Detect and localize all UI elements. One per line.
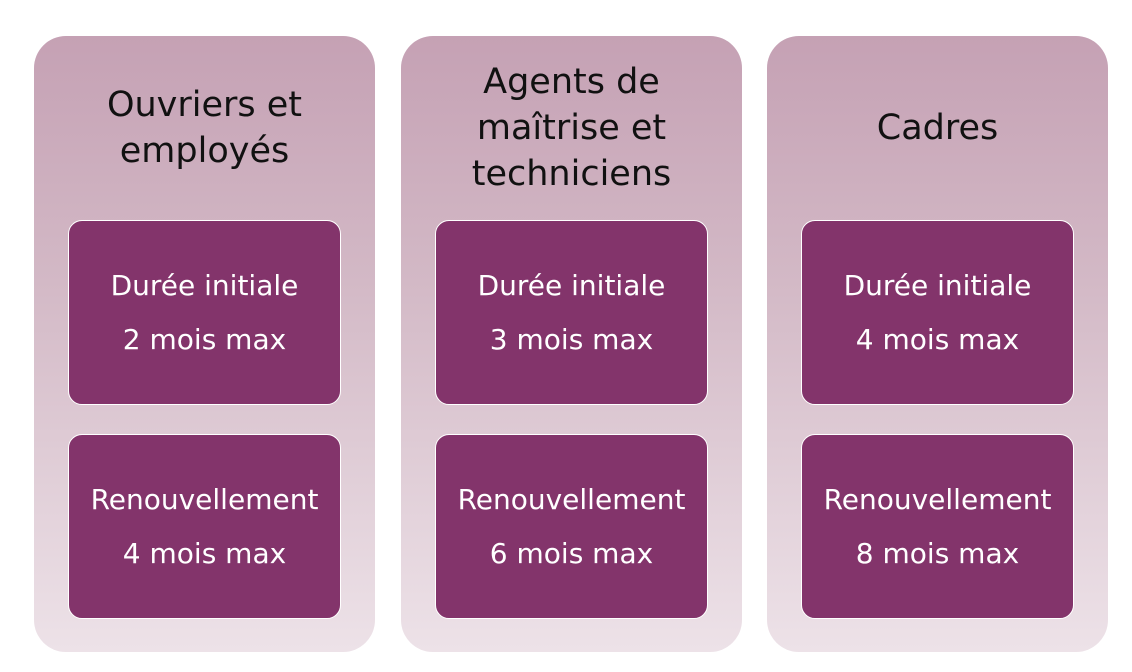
initial-duration-value: 2 mois max: [122, 322, 287, 356]
renewal-box: Renouvellement 6 mois max: [435, 434, 708, 619]
renewal-box: Renouvellement 8 mois max: [801, 434, 1074, 619]
renewal-label: Renouvellement: [823, 482, 1052, 516]
initial-duration-label: Durée initiale: [477, 268, 666, 302]
initial-duration-label: Durée initiale: [843, 268, 1032, 302]
renewal-value: 4 mois max: [122, 536, 287, 570]
initial-duration-value: 3 mois max: [489, 322, 654, 356]
initial-duration-value: 4 mois max: [855, 322, 1020, 356]
initial-duration-label: Durée initiale: [110, 268, 299, 302]
column-ouvriers-employes: Ouvriers et employés Durée initiale 2 mo…: [34, 36, 375, 652]
column-title: Cadres: [876, 108, 999, 148]
column-agents-maitrise-techniciens: Agents de maîtrise et techniciens Durée …: [401, 36, 742, 652]
renewal-label: Renouvellement: [90, 482, 319, 516]
column-title: Agents de maîtrise et techniciens: [471, 62, 672, 194]
initial-duration-box: Durée initiale 4 mois max: [801, 220, 1074, 405]
column-cadres: Cadres Durée initiale 4 mois max Renouve…: [767, 36, 1108, 652]
renewal-value: 8 mois max: [855, 536, 1020, 570]
renewal-box: Renouvellement 4 mois max: [68, 434, 341, 619]
renewal-value: 6 mois max: [489, 536, 654, 570]
renewal-label: Renouvellement: [457, 482, 686, 516]
column-title: Ouvriers et employés: [106, 85, 303, 171]
initial-duration-box: Durée initiale 3 mois max: [435, 220, 708, 405]
initial-duration-box: Durée initiale 2 mois max: [68, 220, 341, 405]
